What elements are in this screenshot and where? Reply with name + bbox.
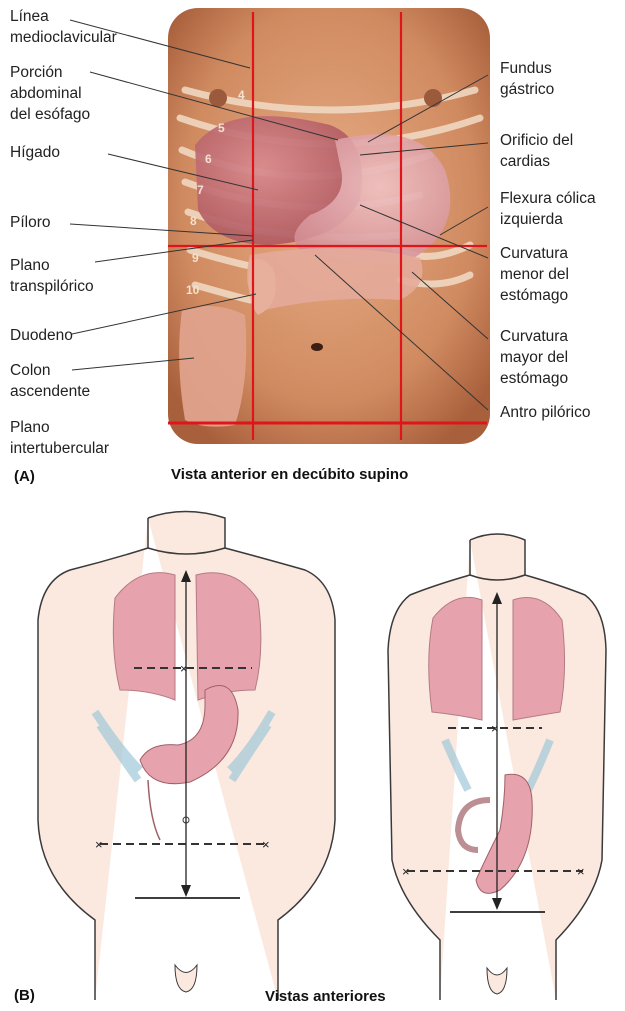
- body-outline-left: × × ×: [37, 510, 336, 1000]
- torso-illustration: [168, 8, 490, 444]
- svg-text:×: ×: [491, 721, 499, 736]
- label-duodenum: Duodeno: [10, 327, 73, 344]
- rib-number-4: 4: [238, 88, 245, 102]
- panel-a-letter: (A): [14, 468, 35, 485]
- rib-number-9: 9: [192, 251, 199, 265]
- rib-number-8: 8: [190, 214, 197, 228]
- leader-lines: [69, 19, 489, 411]
- label-pylorus: Píloro: [10, 214, 51, 231]
- panel-a-caption: Vista anterior en decúbito supino: [171, 466, 409, 483]
- panel-b-caption: Vistas anteriores: [265, 988, 386, 1005]
- rib-number-6: 6: [205, 152, 212, 166]
- rib-number-5: 5: [218, 121, 225, 135]
- reference-planes: [168, 12, 487, 440]
- svg-text:×: ×: [577, 864, 585, 879]
- rib-number-10: 10: [186, 283, 200, 297]
- svg-text:×: ×: [402, 864, 410, 879]
- svg-text:×: ×: [95, 837, 103, 852]
- svg-text:×: ×: [262, 837, 270, 852]
- label-pyloric-antrum: Antro pilórico: [500, 404, 591, 421]
- label-liver: Hígado: [10, 144, 60, 161]
- svg-text:×: ×: [180, 661, 188, 676]
- body-outline-right: × × ×: [387, 533, 607, 1000]
- panel-b-letter: (B): [14, 987, 35, 1004]
- rib-number-7: 7: [197, 183, 204, 197]
